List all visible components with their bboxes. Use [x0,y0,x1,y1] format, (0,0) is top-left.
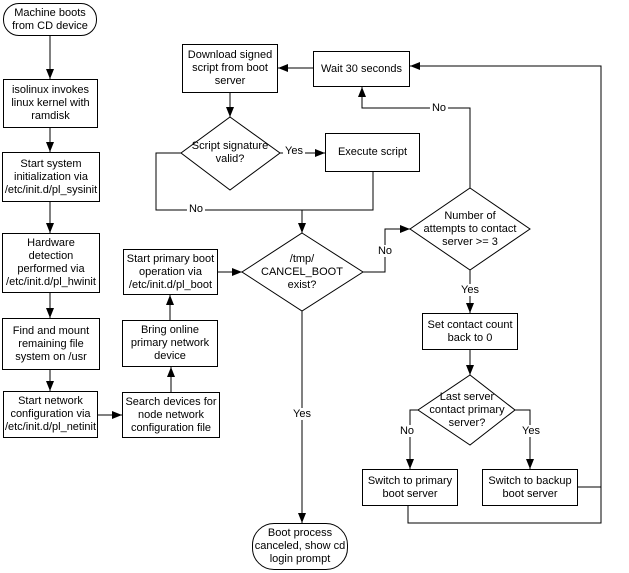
node-start-label: Machine boots from CD device [12,6,88,32]
node-bring-online-network-label: Bring online primary network device [130,324,210,362]
decision-last-server-label: Last server contact primary server? [429,391,505,429]
node-end-terminal: Boot process canceled, show cd login pro… [252,523,348,570]
node-end-terminal-label: Boot process canceled, show cd login pro… [254,527,346,565]
node-primary-boot-operation-label: Start primary boot operation via /etc/in… [126,252,215,291]
decision-attempts-label: Number of attempts to contact server >= … [423,210,517,248]
edge-label-signature-yes: Yes [283,145,305,157]
node-system-init-label: Start system initialization via /etc/ini… [4,157,98,196]
node-switch-primary-server: Switch to primary boot server [362,469,458,506]
node-wait-30-seconds-label: Wait 30 seconds [321,62,402,75]
edge-label-signature-no: No [186,203,206,215]
node-download-script: Download signed script from boot server [182,44,278,93]
edge-label-attempts-yes: Yes [459,284,481,296]
node-system-init: Start system initialization via /etc/ini… [2,152,100,202]
edge-label-attempts-no: No [429,102,449,114]
node-start-terminal: Machine boots from CD device [3,3,97,36]
node-set-contact-count-label: Set contact count back to 0 [427,318,513,344]
decision-script-signature-label: Script signature valid? [191,140,269,165]
node-execute-script-label: Execute script [337,146,408,158]
edge-label-cancel-yes: Yes [291,408,313,420]
node-find-mount: Find and mount remaining file system on … [2,318,100,370]
node-hardware-detection-label: Hardware detection performed via /etc/in… [6,237,96,288]
edge-label-last-server-yes: Yes [520,425,542,437]
edge-label-last-server-no: No [397,425,417,437]
edge-label-cancel-no: No [375,245,395,257]
node-primary-boot-operation: Start primary boot operation via /etc/in… [123,249,218,295]
node-switch-backup-server: Switch to backup boot server [482,469,578,506]
node-switch-primary-server-label: Switch to primary boot server [367,474,453,500]
node-switch-backup-server-label: Switch to backup boot server [488,474,572,500]
node-download-script-label: Download signed script from boot server [187,49,273,87]
node-network-config: Start network configuration via /etc/ini… [3,391,98,438]
decision-cancel-boot-label: /tmp/ CANCEL_BOOT exist? [261,253,343,291]
node-isolinux: isolinux invokes linux kernel with ramdi… [3,79,98,128]
decision-shapes [180,116,531,446]
node-wait-30-seconds: Wait 30 seconds [313,51,410,87]
decision-last-server-shape [417,374,516,446]
node-set-contact-count: Set contact count back to 0 [422,313,518,350]
decision-script-signature-shape [180,116,281,191]
decision-attempts-shape [409,187,531,271]
node-network-config-label: Start network configuration via /etc/ini… [4,395,97,433]
node-isolinux-label: isolinux invokes linux kernel with ramdi… [11,84,90,122]
node-search-devices-label: Search devices for node network configur… [125,395,217,434]
node-hardware-detection: Hardware detection performed via /etc/in… [2,233,100,293]
node-find-mount-label: Find and mount remaining file system on … [12,324,90,363]
node-bring-online-network: Bring online primary network device [122,320,218,367]
node-search-devices: Search devices for node network configur… [122,392,220,438]
node-execute-script: Execute script [325,133,420,172]
decision-cancel-boot-shape [241,232,364,312]
